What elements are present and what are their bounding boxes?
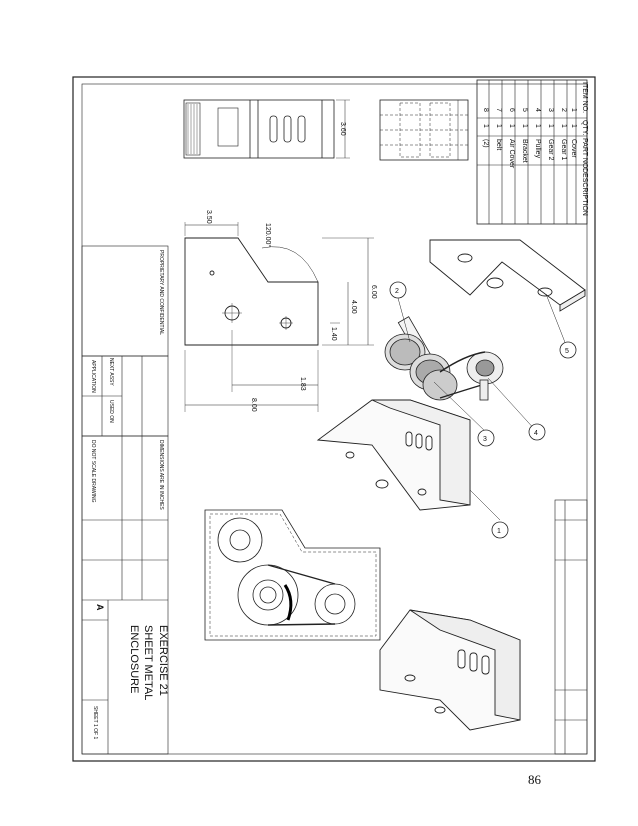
bom-row-4-qty: 1 [534, 124, 541, 128]
title-sheet: SHEET 1 OF 1 [92, 706, 98, 739]
bom-header-qty: QTY. [581, 120, 588, 135]
bom-row-8-part: (2) [482, 139, 489, 148]
bom-row-3-qty: 1 [547, 124, 554, 128]
bom-row-7-qty: 1 [495, 124, 502, 128]
bom-row-6-qty: 1 [508, 124, 515, 128]
bom-row-5-qty: 1 [521, 124, 528, 128]
note-proprietary: PROPRIETARY AND CONFIDENTIAL [158, 250, 164, 335]
bom-row-6-part: Air Cover [508, 139, 515, 169]
title-size: A [95, 604, 105, 611]
bom-header-item: ITEM NO. [581, 82, 588, 113]
note-used-on: USED ON [108, 400, 114, 423]
note-application: APPLICATION [90, 360, 96, 393]
dim-6-00: 6.00 [370, 285, 377, 299]
balloon-4: 4 [528, 423, 546, 441]
cover-isometric [316, 399, 471, 511]
dim-4-00: 4.00 [350, 300, 357, 314]
bom-row-2-qty: 1 [560, 124, 567, 128]
gear-train-isometric [384, 316, 504, 401]
balloon-1: 1 [491, 521, 509, 539]
bom-row-8-item: 8 [482, 108, 489, 112]
note-next-assy: NEXT ASSY [108, 358, 114, 386]
leader-lines [397, 293, 569, 521]
notes-block [81, 245, 169, 437]
bom-row-3-item: 3 [547, 108, 554, 112]
bom-row-6-item: 6 [508, 108, 515, 112]
revision-block [554, 499, 588, 755]
bom-row-7-part: belt [495, 139, 502, 150]
bom-row-5-item: 5 [521, 108, 528, 112]
bom-row-4-item: 4 [534, 108, 541, 112]
bom-row-3-part: Gear 2 [547, 139, 554, 161]
bracket-isometric [429, 239, 586, 312]
balloon-2-label: 2 [395, 288, 399, 295]
dim-angle: 120.00° [264, 223, 272, 247]
dim-1-83: 1.83 [299, 377, 306, 391]
assembly-front-view [204, 509, 381, 641]
bom-row-7-item: 7 [495, 108, 502, 112]
bom-row-1-part: Cover [570, 139, 577, 158]
balloon-2: 2 [389, 281, 407, 299]
bom-row-2-part: Gear 1 [560, 139, 567, 161]
dim-8-00: 8.00 [250, 398, 257, 412]
balloon-4-label: 4 [534, 430, 538, 437]
bom-row-8-qty: 1 [482, 124, 489, 128]
balloon-1-label: 1 [497, 528, 501, 535]
bom-row-1-qty: 1 [570, 124, 577, 128]
note-tolerancing: DIMENSIONS ARE IN INCHES [158, 440, 164, 510]
top-view [183, 99, 350, 159]
dim-3-60: 3.60 [339, 122, 346, 136]
sheet-border [72, 76, 596, 762]
balloon-5-label: 5 [565, 348, 569, 355]
title-line-2: SHEET METAL [142, 625, 154, 700]
bom-row-4-part: Pulley [534, 139, 541, 159]
dim-3-50: 3.50 [205, 210, 212, 224]
balloon-3: 3 [477, 429, 495, 447]
title-line-1: EXERCISE 21 [157, 625, 169, 696]
balloon-5: 5 [559, 341, 577, 359]
bom-row-1-item: 1 [570, 108, 577, 112]
bom-row-2-item: 2 [560, 108, 567, 112]
page-number: 86 [528, 772, 541, 787]
note-do-not-scale: DO NOT SCALE DRAWING [90, 440, 96, 503]
bill-of-materials: ITEM NO. QTY. PART NO. DESCRIPTION 1 1 C… [476, 79, 588, 225]
front-view [184, 222, 374, 412]
cover-assembly-isometric [379, 609, 521, 731]
title-block [81, 435, 169, 755]
dim-1-40: 1.40 [330, 327, 337, 341]
title-line-3: ENCLOSURE [128, 625, 140, 693]
bom-row-5-part: Bracket [521, 139, 528, 163]
balloon-3-label: 3 [483, 436, 487, 443]
bom-header-part: PART NO. [581, 138, 588, 170]
bom-header-description: DESCRIPTION [581, 168, 588, 216]
side-view [379, 99, 469, 161]
